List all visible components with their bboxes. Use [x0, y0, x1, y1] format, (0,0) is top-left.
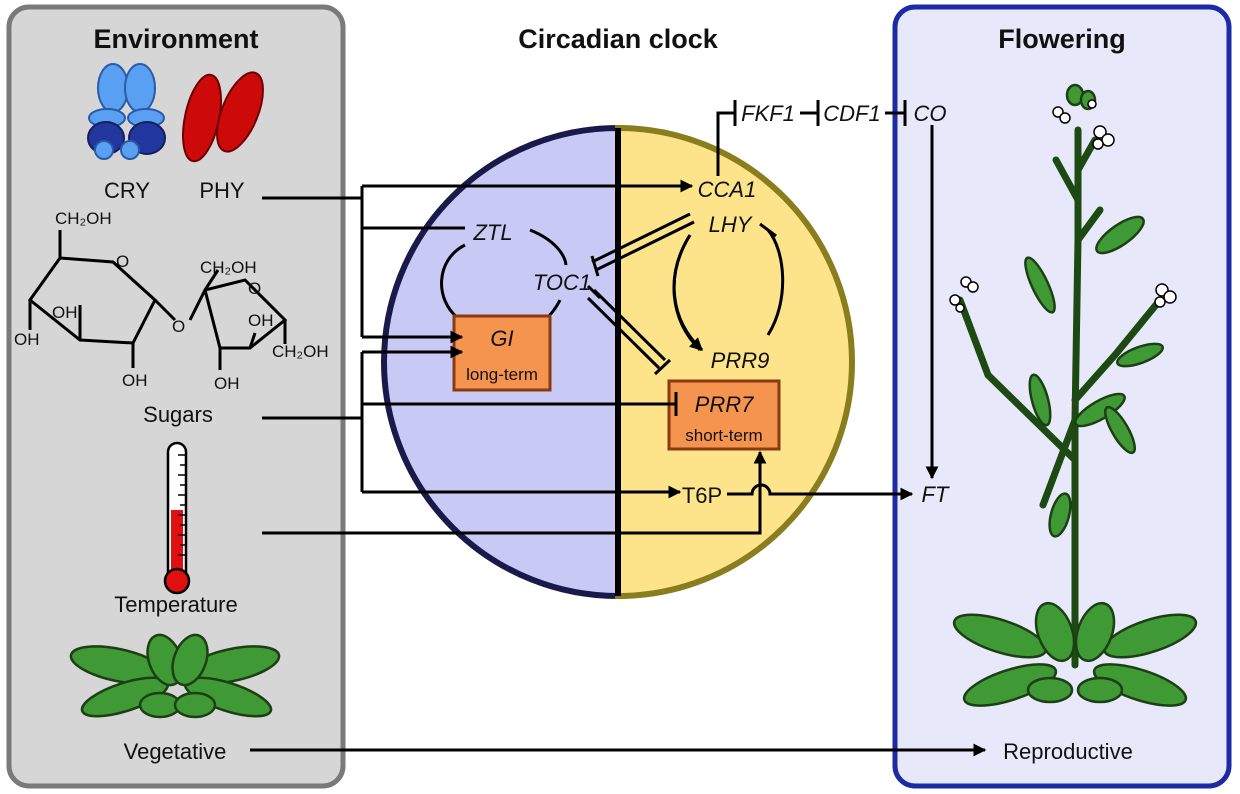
gi-sublabel: long-term [466, 365, 538, 384]
sugar-ring-o-glucose: O [116, 252, 129, 271]
cry-photoreceptor-icon [87, 63, 166, 160]
ft-label: FT [922, 482, 950, 507]
light-input-lines [262, 186, 465, 337]
gi-label: GI [490, 326, 513, 351]
sugar-ring-o-fructose: O [248, 279, 261, 298]
cca1-label: CCA1 [698, 177, 757, 202]
flowering-title: Flowering [998, 24, 1126, 54]
reproductive-label: Reproductive [1003, 739, 1133, 764]
environment-panel [6, 4, 346, 789]
prr9-label: PRR9 [711, 348, 770, 373]
sugar-oh-glucose-2: OH [14, 330, 40, 349]
sugar-ch2oh-fructose-right: CH₂OH [272, 342, 329, 361]
phy-photoreceptor-icon [182, 71, 264, 163]
sugar-input-lines [262, 352, 678, 492]
clock-title: Circadian clock [518, 24, 719, 54]
co-label: CO [914, 101, 947, 126]
fkf1-label: FKF1 [741, 101, 795, 126]
flowering-plant-icon [949, 83, 1198, 707]
sugar-oh-fructose-2: OH [214, 374, 240, 393]
sugar-oh-glucose-1: OH [52, 303, 78, 322]
prr7-box [667, 379, 781, 451]
prr7-label: PRR7 [695, 392, 754, 417]
prr7-sublabel: short-term [685, 426, 762, 445]
sugar-oh-glucose-3: OH [122, 371, 148, 390]
vegetative-rosette-icon [69, 633, 281, 719]
flowering-panel [892, 4, 1232, 789]
sucrose-structure-icon [27, 230, 288, 370]
sugar-ch2oh-glucose: CH₂OH [55, 209, 112, 228]
cry-label: CRY [104, 178, 150, 203]
thermometer-icon [163, 441, 191, 595]
gi-box [452, 314, 552, 392]
cdf1-label: CDF1 [823, 101, 880, 126]
vegetative-label: Vegetative [124, 739, 227, 764]
sugar-link-o: O [172, 317, 185, 336]
toc1-label: TOC1 [533, 270, 591, 295]
lhy-to-prr9-arrow [672, 234, 704, 352]
sugar-ch2oh-fructose-top: CH₂OH [200, 258, 257, 277]
temperature-label: Temperature [114, 592, 238, 617]
lhy-label: LHY [709, 212, 753, 237]
environment-title: Environment [93, 24, 258, 54]
temperature-to-prr7-arrow [262, 450, 767, 535]
ztl-label: ZTL [472, 220, 512, 245]
sugar-oh-fructose-1: OH [248, 311, 274, 330]
sugars-label: Sugars [143, 402, 213, 427]
phy-label: PHY [199, 178, 245, 203]
t6p-label: T6P [682, 483, 722, 508]
